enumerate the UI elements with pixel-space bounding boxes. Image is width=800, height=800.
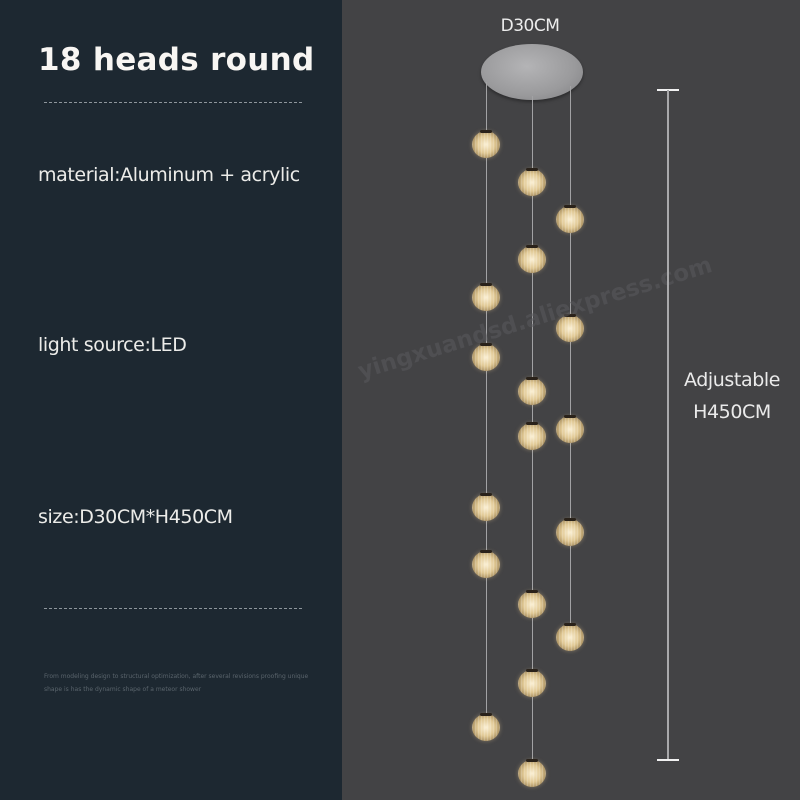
spec-material: material:Aluminum + acrylic xyxy=(38,164,300,186)
height-label-value: H450CM xyxy=(693,401,771,423)
globe-light xyxy=(518,245,546,273)
product-photo-panel xyxy=(342,0,800,800)
height-label-adjustable: Adjustable xyxy=(683,369,781,391)
spec-light-source: light source:LED xyxy=(38,334,187,356)
globe-light xyxy=(472,713,500,741)
globe-light xyxy=(472,130,500,158)
globe-light xyxy=(472,493,500,521)
globe-light xyxy=(556,415,584,443)
canopy-diameter-label: D30CM xyxy=(500,16,560,36)
globe-light xyxy=(556,205,584,233)
spec-size: size:D30CM*H450CM xyxy=(38,506,233,528)
globe-light xyxy=(556,623,584,651)
globe-light xyxy=(518,422,546,450)
globe-light xyxy=(472,283,500,311)
pendant-cord xyxy=(486,82,487,722)
globe-light xyxy=(518,590,546,618)
pendant-cord xyxy=(570,86,571,636)
description-blurb: From modeling design to structural optim… xyxy=(44,673,309,693)
dimension-cap-bottom xyxy=(657,759,679,761)
height-dimension-line xyxy=(667,90,669,760)
globe-light xyxy=(556,314,584,342)
divider-top xyxy=(44,102,302,103)
height-label: Adjustable H450CM xyxy=(676,364,788,428)
globe-light xyxy=(556,518,584,546)
globe-light xyxy=(518,669,546,697)
globe-light xyxy=(472,343,500,371)
globe-light xyxy=(518,377,546,405)
spec-panel: 18 heads round material:Aluminum + acryl… xyxy=(0,0,342,800)
globe-light xyxy=(518,168,546,196)
product-title: 18 heads round xyxy=(38,42,315,78)
globe-light xyxy=(472,550,500,578)
globe-light xyxy=(518,759,546,787)
divider-bottom xyxy=(44,608,302,609)
ceiling-canopy xyxy=(481,44,583,100)
